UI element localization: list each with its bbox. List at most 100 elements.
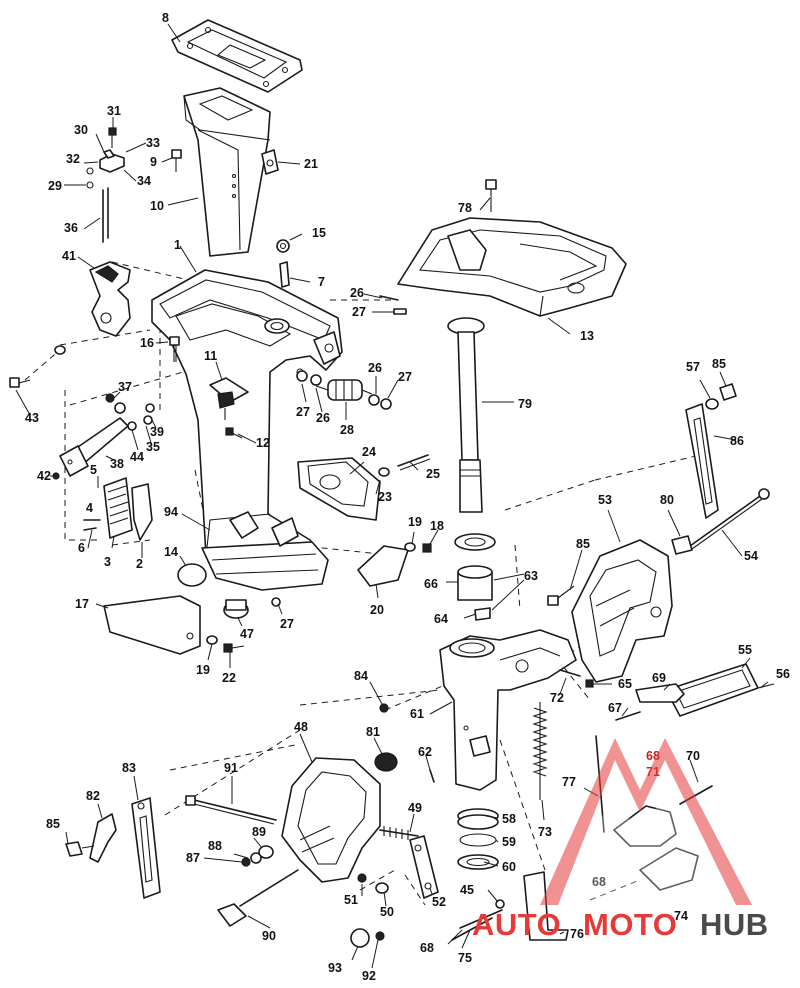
callout-90: 90 xyxy=(262,929,276,943)
callout-39: 39 xyxy=(150,425,164,439)
callout-63: 63 xyxy=(524,569,538,583)
callout-89: 89 xyxy=(252,825,266,839)
callout-80: 80 xyxy=(660,493,674,507)
callout-21: 21 xyxy=(304,157,318,171)
callout-57: 57 xyxy=(686,360,700,374)
gasket-plate xyxy=(171,19,303,93)
callout-7: 7 xyxy=(318,275,325,289)
callout-65: 65 xyxy=(618,677,632,691)
callout-56: 56 xyxy=(776,667,790,681)
screw-84 xyxy=(379,703,389,713)
callout-68: 68 xyxy=(420,941,434,955)
callout-82: 82 xyxy=(86,789,100,803)
washer-23 xyxy=(378,467,390,477)
handle-90 xyxy=(217,869,299,927)
callout-43: 43 xyxy=(25,411,39,425)
bolt-85-upper xyxy=(719,383,737,401)
callout-33: 33 xyxy=(146,136,160,150)
callout-3: 3 xyxy=(104,555,111,569)
callout-17: 17 xyxy=(75,597,89,611)
rings xyxy=(457,808,499,870)
steering-arm-13 xyxy=(397,217,627,317)
callout-26: 26 xyxy=(316,411,330,425)
bushing-set xyxy=(454,533,496,621)
callout-49: 49 xyxy=(408,801,422,815)
callout-85: 85 xyxy=(46,817,60,831)
callout-92: 92 xyxy=(362,969,376,983)
screw-43 xyxy=(9,377,31,388)
callout-62: 62 xyxy=(418,745,432,759)
grommet-81 xyxy=(374,752,398,772)
callout-70: 70 xyxy=(686,749,700,763)
cover-17 xyxy=(103,595,201,655)
callout-27: 27 xyxy=(280,617,294,631)
bolt-25 xyxy=(397,454,431,471)
pin-68-lower xyxy=(459,909,503,929)
callout-4: 4 xyxy=(86,501,93,515)
callout-22: 22 xyxy=(222,671,236,685)
drive-shaft-housing xyxy=(151,269,343,591)
pins-26-27 xyxy=(379,295,407,315)
callout-20: 20 xyxy=(370,603,384,617)
callout-26: 26 xyxy=(350,286,364,300)
callout-5: 5 xyxy=(90,463,97,477)
callout-76: 76 xyxy=(570,927,584,941)
callout-55: 55 xyxy=(738,643,752,657)
callout-61: 61 xyxy=(410,707,424,721)
link-83 xyxy=(131,797,161,899)
callout-81: 81 xyxy=(366,725,380,739)
screw-49 xyxy=(379,826,419,840)
callout-78: 78 xyxy=(458,201,472,215)
callout-75: 75 xyxy=(458,951,472,965)
callout-10: 10 xyxy=(150,199,164,213)
exhaust-housing xyxy=(183,87,271,257)
bolt-85-lower xyxy=(65,841,95,857)
watermark-triangle-shape xyxy=(540,738,752,905)
plate-52 xyxy=(409,835,439,899)
callout-59: 59 xyxy=(502,835,516,849)
callout-36: 36 xyxy=(64,221,78,235)
watermark-text-hub: HUB xyxy=(700,907,769,942)
callout-88: 88 xyxy=(208,839,222,853)
cover-24 xyxy=(297,457,381,521)
callout-34: 34 xyxy=(137,174,151,188)
pad-93-92 xyxy=(350,928,385,948)
watermark-triangle-logo xyxy=(540,738,752,905)
callout-18: 18 xyxy=(430,519,444,533)
nut-15 xyxy=(276,239,290,253)
callout-8: 8 xyxy=(162,11,169,25)
callout-31: 31 xyxy=(107,104,121,118)
callout-94: 94 xyxy=(164,505,178,519)
callout-58: 58 xyxy=(502,812,516,826)
callout-87: 87 xyxy=(186,851,200,865)
callout-44: 44 xyxy=(130,450,144,464)
washer-50 xyxy=(375,882,389,894)
callout-12: 12 xyxy=(256,436,270,450)
steering-tube-79 xyxy=(447,317,485,513)
callout-51: 51 xyxy=(344,893,358,907)
callout-6: 6 xyxy=(78,541,85,555)
callout-27: 27 xyxy=(296,405,310,419)
bracket-82 xyxy=(89,813,117,863)
shift-assembly xyxy=(52,393,155,541)
screw-12 xyxy=(225,427,243,439)
callout-28: 28 xyxy=(340,423,354,437)
callout-16: 16 xyxy=(140,336,154,350)
bracket-76 xyxy=(523,871,569,941)
callout-9: 9 xyxy=(150,155,157,169)
spring-73 xyxy=(532,702,548,800)
callout-19: 19 xyxy=(408,515,422,529)
callout-73: 73 xyxy=(538,825,552,839)
washer-57 xyxy=(705,398,719,410)
screw-18 xyxy=(422,543,432,553)
mount-11 xyxy=(209,377,249,420)
callout-2: 2 xyxy=(136,557,143,571)
callout-60: 60 xyxy=(502,860,516,874)
bolt-91 xyxy=(185,795,277,825)
callout-45: 45 xyxy=(460,883,474,897)
callout-69: 69 xyxy=(652,671,666,685)
callout-85: 85 xyxy=(576,537,590,551)
callout-11: 11 xyxy=(204,349,217,363)
callout-26: 26 xyxy=(368,361,382,375)
